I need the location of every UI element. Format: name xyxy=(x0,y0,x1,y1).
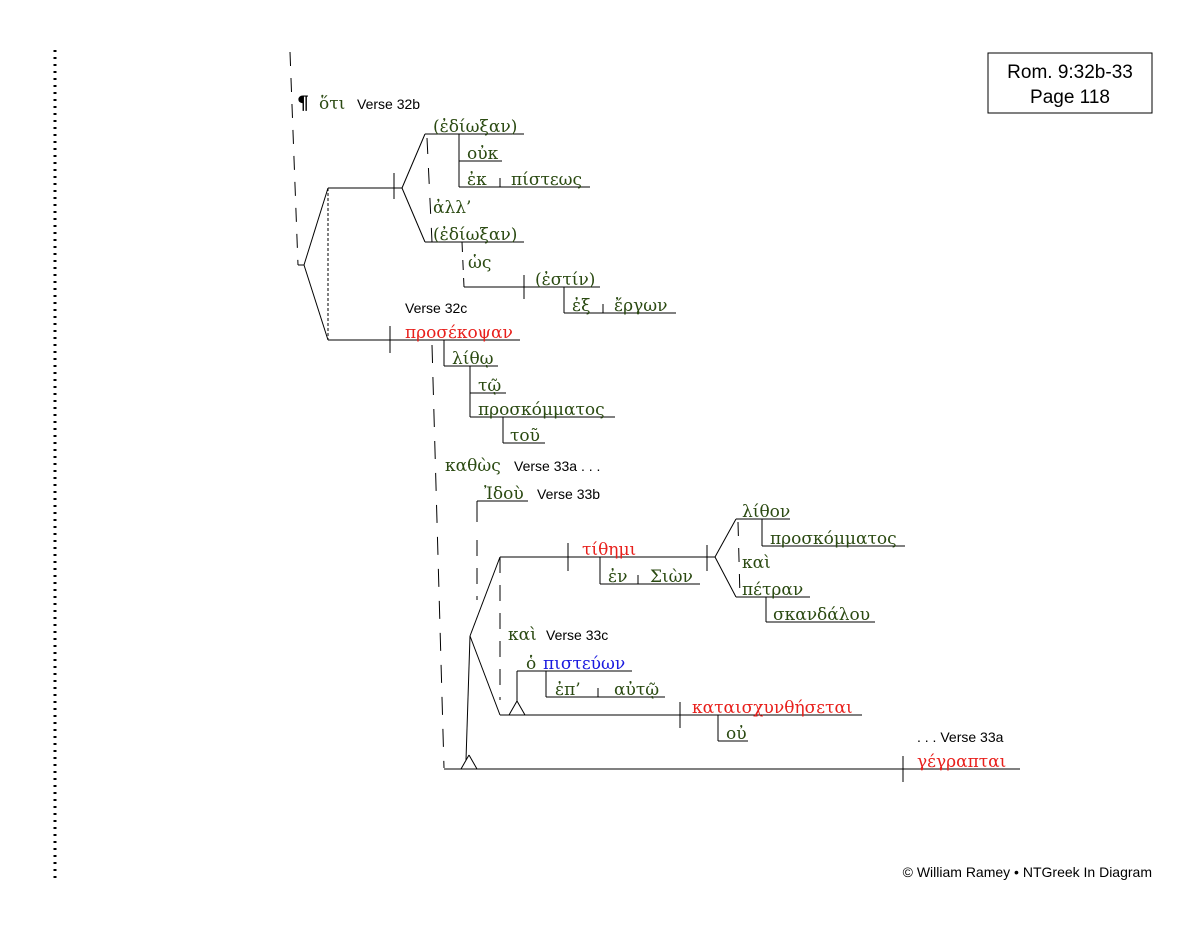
reference-box xyxy=(987,52,1153,114)
verse-label-33a-start: Verse 33a . . . xyxy=(514,458,600,474)
word-lithon: λίθον xyxy=(742,502,790,522)
verse-label-32c: Verse 32c xyxy=(405,300,467,316)
word-to: τῷ xyxy=(478,376,501,396)
paragraph-mark: ¶ xyxy=(297,92,309,114)
word-ou: οὐ xyxy=(726,724,747,744)
word-petran: πέτραν xyxy=(742,580,803,600)
word-kai-2: καὶ xyxy=(508,625,537,645)
word-ho: ὁ xyxy=(526,654,536,674)
verse-label-32b: Verse 32b xyxy=(357,96,420,112)
word-ex: ἐξ xyxy=(572,296,591,316)
word-en: ἐν xyxy=(608,567,627,587)
word-edioxan-2: (ἐδίωξαν) xyxy=(433,225,517,245)
word-estin: (ἐστίν) xyxy=(535,270,595,290)
diagram-lines xyxy=(289,51,1020,782)
word-ergon: ἔργων xyxy=(614,296,667,316)
word-tou: τοῦ xyxy=(510,426,540,446)
word-all: ἀλλ’ xyxy=(433,198,471,218)
word-hos: ὡς xyxy=(468,253,491,273)
word-edioxan-1: (ἐδίωξαν) xyxy=(433,117,517,137)
copyright-text: © William Ramey • NTGreek In Diagram xyxy=(903,864,1152,880)
reference-line-1: Rom. 9:32b-33 xyxy=(1007,62,1133,83)
word-skandalou: σκανδάλου xyxy=(773,605,870,625)
word-sion: Σιὼν xyxy=(650,567,693,587)
word-tithemi: τίθημι xyxy=(582,540,636,560)
word-idou: Ἰδοὺ xyxy=(484,484,524,504)
verse-label-33c: Verse 33c xyxy=(546,627,608,643)
word-gegraptai: γέγραπται xyxy=(917,752,1006,772)
word-prosekopsan: προσέκοψαν xyxy=(405,323,513,343)
word-kataischynthesetai: καταισχυνθήσεται xyxy=(692,698,853,718)
word-pisteos: πίστεως xyxy=(511,170,582,190)
word-kai-1: καὶ xyxy=(742,553,771,573)
word-ek: ἐκ xyxy=(467,170,487,190)
word-litho: λίθῳ xyxy=(452,349,494,369)
word-kathos: καθὼς xyxy=(445,456,501,476)
word-ouk: οὐκ xyxy=(467,144,499,164)
word-ep: ἐπ’ xyxy=(555,680,581,700)
verse-label-33b: Verse 33b xyxy=(537,486,600,502)
verse-label-33a-end: . . . Verse 33a xyxy=(917,729,1004,745)
word-auto: αὐτῷ xyxy=(614,680,659,700)
reference-page: Page 118 xyxy=(1030,87,1110,108)
word-hoti: ὅτι xyxy=(319,94,345,114)
word-pisteuon: πιστεύων xyxy=(543,654,625,674)
word-proskommatos-1: προσκόμματος xyxy=(478,400,605,420)
word-proskommatos-2: προσκόμματος xyxy=(770,529,897,549)
